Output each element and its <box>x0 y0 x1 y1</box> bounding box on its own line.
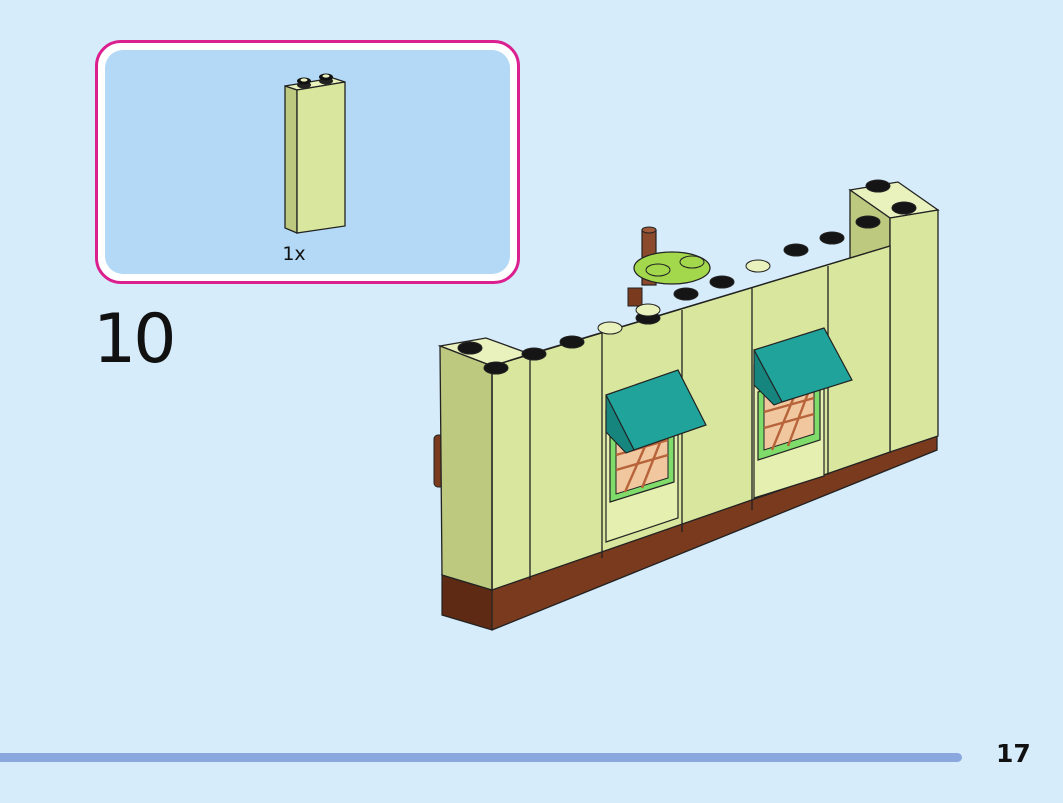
part-quantity: 1x <box>282 243 306 265</box>
progress-bar <box>0 753 962 762</box>
step-number: 10 <box>93 300 177 379</box>
parts-callout: 1x <box>95 40 520 284</box>
page-number: 17 <box>996 739 1031 768</box>
building-wall-model-illustration <box>433 179 940 631</box>
parts-callout-inner: 1x <box>105 50 510 274</box>
studs <box>457 179 917 375</box>
brick-1x2x5-icon <box>284 73 346 234</box>
